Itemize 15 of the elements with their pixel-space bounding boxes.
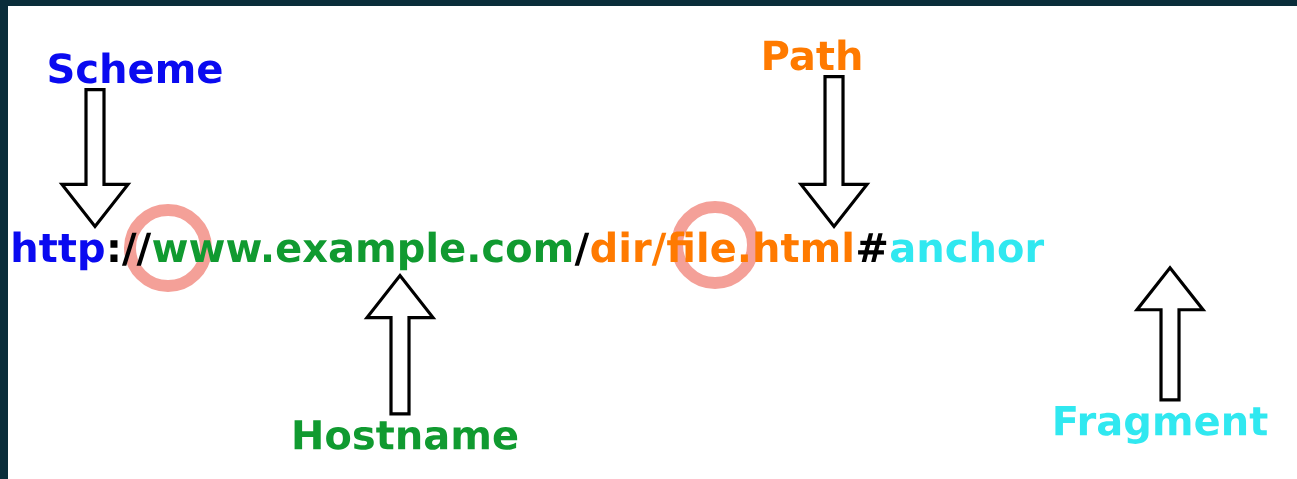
url-part: / bbox=[574, 232, 590, 266]
label-text: Fragment bbox=[1055, 406, 1268, 444]
url-part: http bbox=[13, 231, 104, 271]
label-text: Scheme bbox=[49, 52, 222, 84]
hollow-arrow bbox=[363, 272, 437, 416]
hollow-arrow bbox=[797, 75, 871, 229]
label-text: Path bbox=[764, 39, 861, 71]
url-part: www.example.com bbox=[153, 231, 572, 271]
url-part: # bbox=[858, 233, 887, 262]
url-part: dir/file.html bbox=[591, 231, 852, 266]
url-part: anchor bbox=[891, 231, 1045, 263]
hollow-arrow bbox=[58, 88, 132, 229]
url-part: :// bbox=[110, 232, 152, 266]
label-text: Hostname bbox=[294, 420, 518, 450]
hollow-arrow bbox=[1133, 265, 1207, 402]
